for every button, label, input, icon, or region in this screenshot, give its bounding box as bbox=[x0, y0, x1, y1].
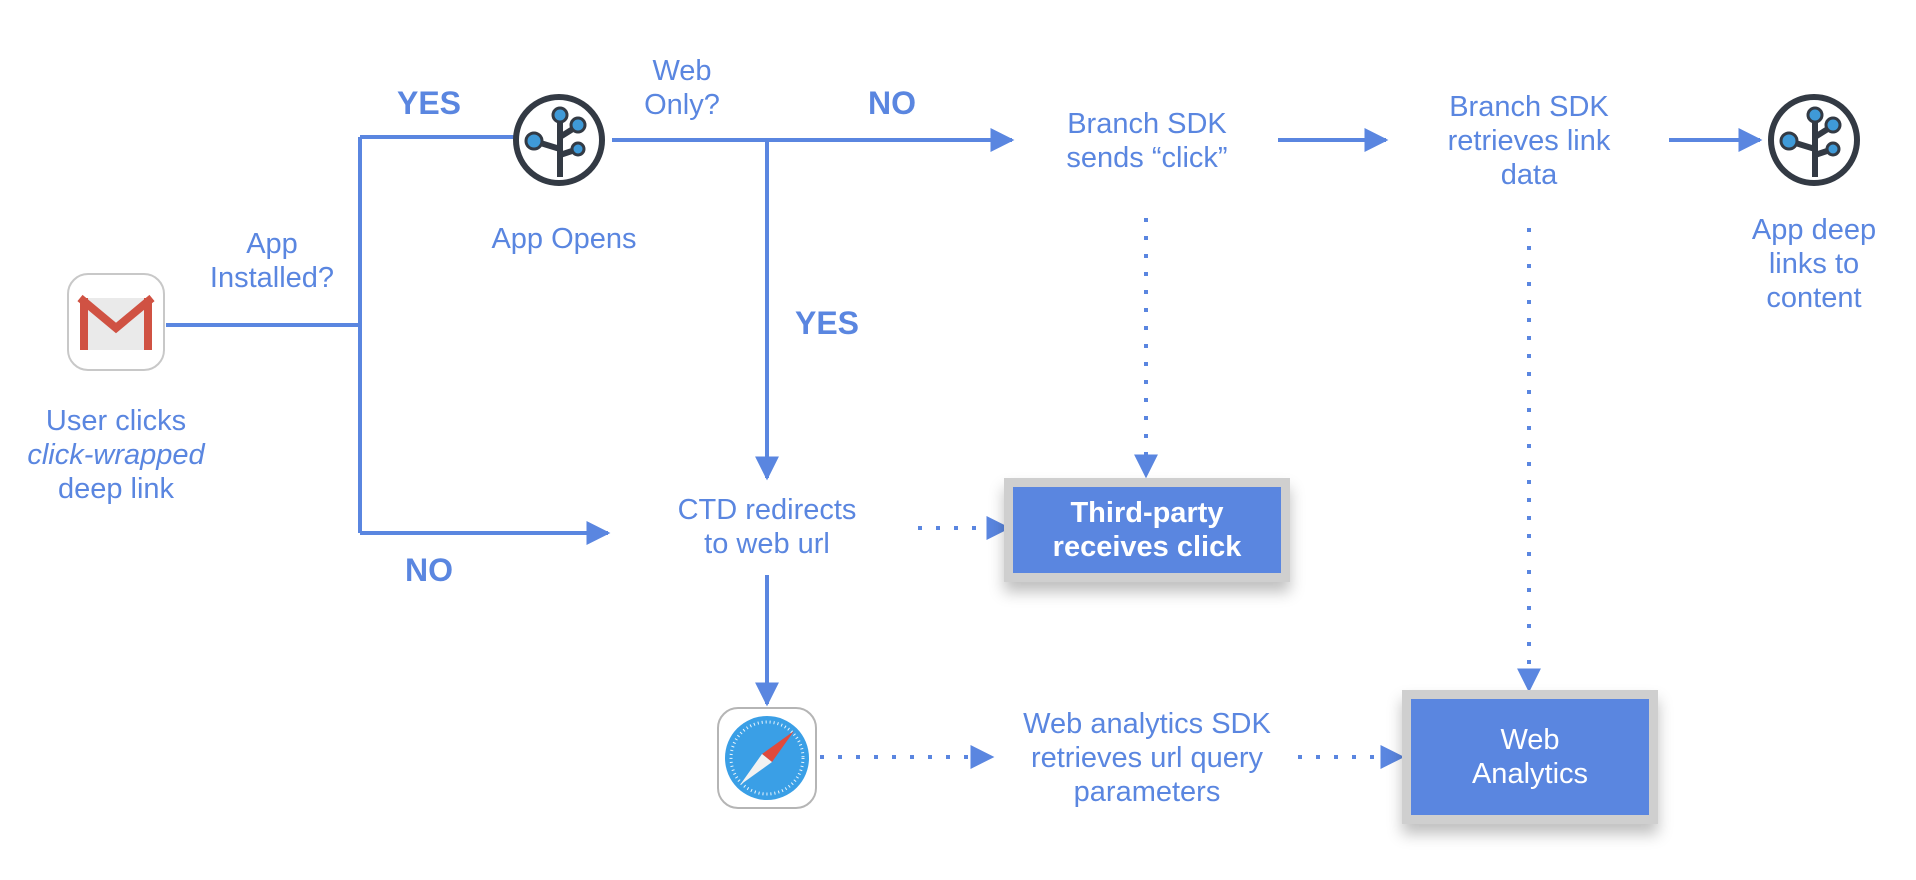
web-only-line2: Only? bbox=[644, 89, 720, 121]
app-installed-line1: App bbox=[246, 228, 298, 260]
third-party-box[interactable]: Third-party receives click bbox=[1004, 478, 1290, 582]
app-opens-label: App Opens bbox=[491, 223, 637, 255]
user-clicks-line2: click-wrapped bbox=[27, 439, 205, 471]
branch-retrieves-line1: Branch SDK bbox=[1449, 91, 1609, 123]
third-party-line2: receives click bbox=[1052, 531, 1242, 563]
app-installed-label: App Installed? bbox=[210, 227, 334, 295]
branch-tree-icon[interactable] bbox=[1767, 93, 1861, 187]
app-installed-line2: Installed? bbox=[209, 262, 335, 294]
branch-retrieves-label: Branch SDK retrieves link data bbox=[1448, 90, 1611, 192]
app-deep-links-line2: links to bbox=[1768, 248, 1860, 280]
gmail-icon[interactable] bbox=[66, 272, 166, 372]
installed-no-label: NO bbox=[405, 552, 453, 588]
app-deep-links-line3: content bbox=[1766, 282, 1862, 314]
web-sdk-line3: parameters bbox=[1073, 776, 1221, 808]
web-only-label: Web Only? bbox=[644, 54, 720, 122]
web-sdk-label: Web analytics SDK retrieves url query pa… bbox=[1023, 707, 1271, 809]
user-clicks-line1: User clicks bbox=[45, 405, 187, 437]
web-only-yes-label: YES bbox=[794, 305, 860, 341]
branch-tree-icon[interactable] bbox=[512, 93, 606, 187]
web-sdk-line2: retrieves url query bbox=[1030, 742, 1264, 774]
ctd-redirects-line1: CTD redirects bbox=[677, 494, 857, 526]
safari-icon[interactable] bbox=[716, 706, 818, 810]
web-only-no-label: NO bbox=[868, 85, 916, 121]
web-analytics-line1: Web bbox=[1500, 724, 1560, 756]
branch-retrieves-line3: data bbox=[1500, 159, 1558, 191]
web-only-line1: Web bbox=[652, 55, 712, 87]
web-analytics-line2: Analytics bbox=[1471, 758, 1589, 790]
branch-sends-line1: Branch SDK bbox=[1067, 108, 1227, 140]
branch-sends-line2: sends “click” bbox=[1066, 142, 1228, 174]
branch-sends-label: Branch SDK sends “click” bbox=[1066, 107, 1227, 175]
user-clicks-line3: deep link bbox=[57, 473, 175, 505]
branch-retrieves-line2: retrieves link bbox=[1447, 125, 1611, 157]
web-sdk-line1: Web analytics SDK bbox=[1023, 708, 1271, 740]
ctd-redirects-label: CTD redirects to web url bbox=[678, 493, 857, 561]
app-deep-links-label: App deep links to content bbox=[1752, 213, 1876, 315]
third-party-line1: Third-party bbox=[1070, 497, 1224, 529]
web-analytics-box[interactable]: Web Analytics bbox=[1402, 690, 1658, 824]
ctd-redirects-line2: to web url bbox=[704, 528, 830, 560]
user-clicks-label: User clicks click-wrapped deep link bbox=[27, 404, 204, 506]
app-deep-links-line1: App deep bbox=[1751, 214, 1877, 246]
installed-yes-label: YES bbox=[396, 85, 462, 121]
